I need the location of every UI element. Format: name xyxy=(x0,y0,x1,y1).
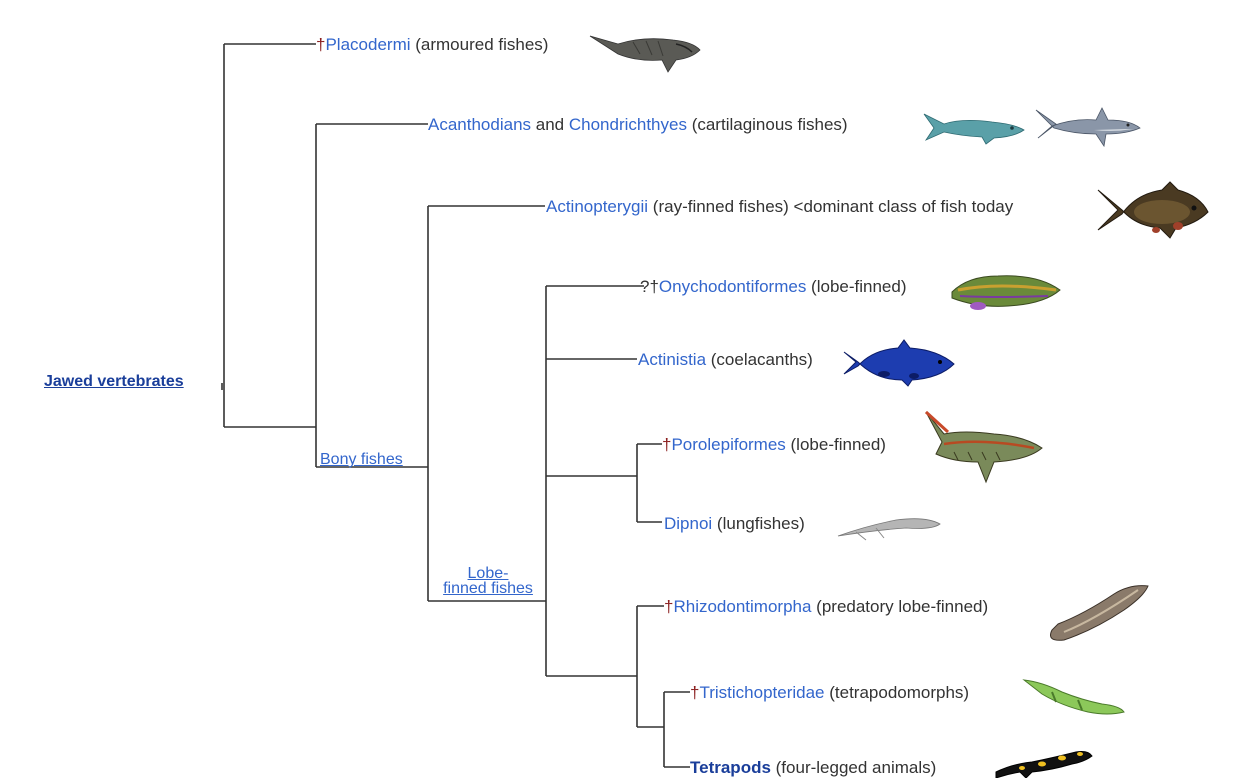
rhizodont-fish-icon xyxy=(1044,580,1152,646)
taxon-tetrapods: Tetrapods (four-legged animals) xyxy=(690,758,936,778)
taxon-desc-actinistia: (coelacanths) xyxy=(706,350,813,369)
taxon-link-tristichopteridae[interactable]: Tristichopteridae xyxy=(699,683,824,702)
porolepiform-fish-icon xyxy=(924,410,1044,486)
taxon-link-rhizodontimorpha[interactable]: Rhizodontimorpha xyxy=(673,597,811,616)
taxon-desc-cartilaginous: (cartilaginous fishes) xyxy=(687,115,848,134)
taxon-actinistia: Actinistia (coelacanths) xyxy=(638,350,813,370)
taxon-joiner: and xyxy=(531,115,569,134)
taxon-desc-dipnoi: (lungfishes) xyxy=(712,514,805,533)
taxon-rhizodontimorpha: †Rhizodontimorpha (predatory lobe-finned… xyxy=(664,597,988,617)
taxon-onychodontiformes: ?†Onychodontiformes (lobe-finned) xyxy=(640,277,907,297)
placoderm-fish-icon xyxy=(588,30,703,75)
taxon-desc-onychodontiformes: (lobe-finned) xyxy=(806,277,906,296)
taxon-link-chondrichthyes[interactable]: Chondrichthyes xyxy=(569,115,687,134)
shark-icon xyxy=(1034,104,1142,148)
taxon-link-acanthodians[interactable]: Acanthodians xyxy=(428,115,531,134)
taxon-actinopterygii: Actinopterygii (ray-finned fishes) <domi… xyxy=(546,197,1013,217)
taxon-desc-porolepiformes: (lobe-finned) xyxy=(786,435,886,454)
node-label-lobe-finned-fishes[interactable]: Lobe- finned fishes xyxy=(430,566,546,596)
tristichopterid-icon xyxy=(1022,676,1126,718)
onychodont-fish-icon xyxy=(948,268,1064,318)
taxon-dipnoi: Dipnoi (lungfishes) xyxy=(664,514,805,534)
taxon-link-tetrapods[interactable]: Tetrapods xyxy=(690,758,771,777)
taxon-link-dipnoi[interactable]: Dipnoi xyxy=(664,514,712,533)
taxon-acanthodians-chondrichthyes: Acanthodians and Chondrichthyes (cartila… xyxy=(428,115,848,135)
carp-icon xyxy=(1096,180,1210,242)
root-label-jawed-vertebrates[interactable]: Jawed vertebrates xyxy=(44,372,184,392)
taxon-desc-placodermi: (armoured fishes) xyxy=(411,35,549,54)
taxon-link-onychodontiformes[interactable]: Onychodontiformes xyxy=(659,277,806,296)
taxon-tristichopteridae: †Tristichopteridae (tetrapodomorphs) xyxy=(690,683,969,703)
acanthodian-fish-icon xyxy=(922,110,1027,146)
coelacanth-icon xyxy=(842,338,956,388)
node-label-lobe-line1: Lobe- xyxy=(430,566,546,581)
taxon-link-placodermi[interactable]: Placodermi xyxy=(325,35,410,54)
taxon-desc-tetrapods: (four-legged animals) xyxy=(771,758,936,777)
extinct-dagger: ?† xyxy=(640,277,659,296)
taxon-desc-tristichopteridae: (tetrapodomorphs) xyxy=(825,683,970,702)
taxon-link-porolepiformes[interactable]: Porolepiformes xyxy=(671,435,785,454)
taxon-porolepiformes: †Porolepiformes (lobe-finned) xyxy=(662,435,886,455)
taxon-placodermi: †Placodermi (armoured fishes) xyxy=(316,35,548,55)
taxon-link-actinistia[interactable]: Actinistia xyxy=(638,350,706,369)
taxon-link-actinopterygii[interactable]: Actinopterygii xyxy=(546,197,648,216)
lungfish-icon xyxy=(836,508,944,542)
salamander-icon xyxy=(992,744,1094,778)
taxon-desc-rhizodontimorpha: (predatory lobe-finned) xyxy=(811,597,988,616)
taxon-desc-actinopterygii: (ray-finned fishes) <dominant class of f… xyxy=(648,197,1013,216)
node-label-bony-fishes[interactable]: Bony fishes xyxy=(320,451,403,469)
node-label-lobe-line2: finned fishes xyxy=(430,581,546,596)
